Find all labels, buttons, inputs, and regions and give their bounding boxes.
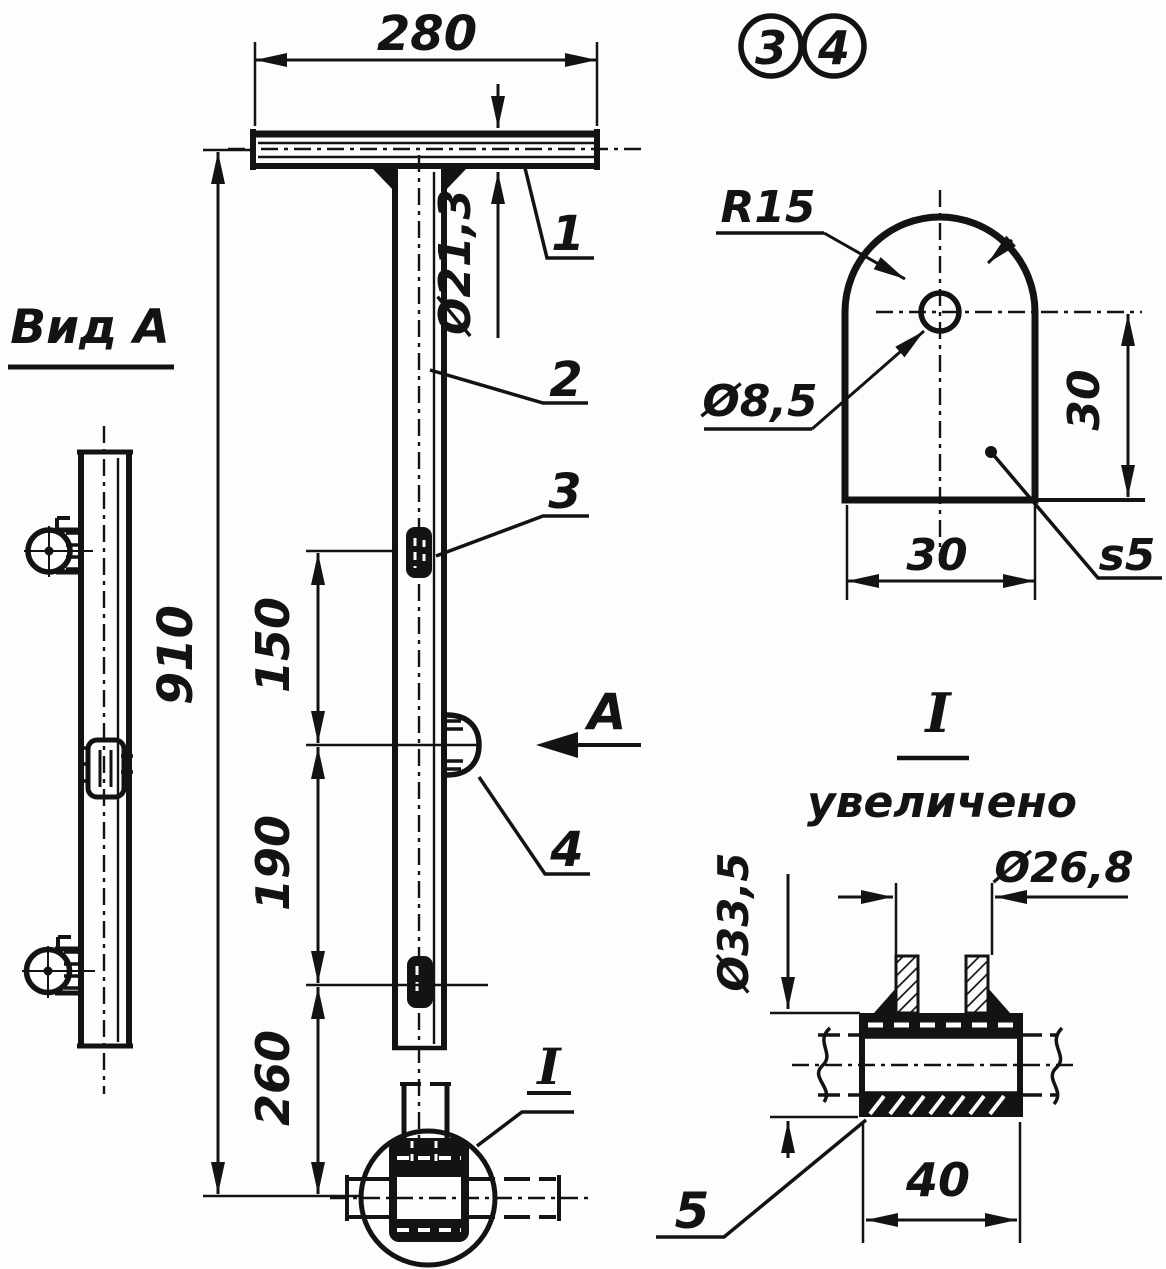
dimension-30-horizontal: 30	[845, 505, 1037, 600]
callout-5: 5	[656, 1118, 868, 1240]
dim-dia-21-3-label: Ø21,3	[430, 189, 481, 338]
extension-lines	[203, 148, 488, 1198]
svg-text:1: 1	[551, 206, 584, 262]
svg-text:4: 4	[817, 21, 850, 75]
lug-3-edge	[406, 527, 432, 578]
svg-text:R15: R15	[720, 182, 815, 233]
dimension-280: 280	[253, 6, 599, 126]
lug-detail-view: 3 4 R15 Ø8,5 30 30	[699, 13, 1162, 600]
detail-circle	[358, 1128, 498, 1268]
svg-text:2: 2	[549, 352, 582, 408]
dimension-dia-33-5: Ø33,5	[709, 852, 860, 1158]
svg-text:190: 190	[246, 815, 300, 911]
svg-text:3: 3	[755, 21, 787, 75]
part-ref-circle-3: 3	[738, 13, 804, 79]
break-line-left	[816, 1026, 832, 1104]
svg-text:30: 30	[1059, 369, 1110, 430]
dim-280-label: 280	[377, 6, 477, 62]
part-ref-circle-4: 4	[801, 13, 867, 79]
detail-title: I увеличено	[807, 681, 1077, 828]
dimension-dia-8-5: Ø8,5	[699, 235, 1016, 431]
svg-text:5: 5	[675, 1182, 710, 1240]
side-view: Вид А	[8, 300, 174, 1094]
detail-subtitle: увеличено	[807, 777, 1077, 828]
dimension-30-vertical: 30	[1037, 314, 1145, 502]
side-middle-lug	[80, 737, 133, 800]
dimension-40: 40	[861, 1122, 1022, 1243]
callout-3: 3	[435, 464, 589, 558]
break-line-right	[1050, 1026, 1064, 1106]
svg-text:150: 150	[246, 597, 300, 693]
axle-section	[792, 1026, 1078, 1106]
svg-text:Ø26,8: Ø26,8	[992, 843, 1133, 892]
view-arrow-a: А	[536, 683, 641, 758]
handle-tube	[228, 129, 642, 170]
dimension-dia-26-8: Ø26,8	[838, 843, 1134, 955]
weld-ticks	[447, 719, 463, 771]
svg-text:40: 40	[905, 1153, 970, 1207]
side-view-title: Вид А	[10, 300, 169, 355]
dimension-dia-21-3: Ø21,3	[430, 84, 505, 338]
lug-outline	[841, 213, 1039, 504]
side-bottom-lug	[22, 935, 95, 998]
view-arrowhead	[536, 732, 578, 758]
callout-4: 4	[477, 776, 590, 878]
dimension-260: 260	[246, 987, 325, 1194]
svg-text:Ø8,5: Ø8,5	[699, 376, 817, 427]
lower-lug-edge	[407, 956, 433, 1008]
svg-text:Ø33,5: Ø33,5	[709, 852, 758, 993]
view-arrow-label: А	[584, 683, 627, 741]
sleeve-section	[859, 1013, 1023, 1117]
callout-2: 2	[429, 352, 588, 408]
svg-text:3: 3	[548, 464, 581, 520]
enlarged-detail-view: I увеличено Ø26,8	[656, 681, 1134, 1243]
svg-text:I: I	[923, 681, 952, 745]
svg-text:910: 910	[148, 605, 204, 705]
svg-text:I: I	[535, 1037, 562, 1096]
dimension-910: 910	[148, 152, 225, 1194]
weld-ticks	[80, 746, 133, 783]
detail-ref-I: I	[475, 1037, 574, 1148]
dimension-150: 150	[246, 553, 325, 743]
dimension-r15: R15	[716, 182, 906, 281]
svg-text:260: 260	[246, 1030, 300, 1126]
rod-end-section	[874, 954, 1010, 1015]
weld-ticks	[66, 531, 84, 571]
callout-1: 1	[523, 167, 594, 262]
svg-text:4: 4	[549, 822, 583, 878]
weld-ticks	[64, 950, 84, 990]
svg-text:s5: s5	[1099, 530, 1156, 581]
side-top-lug	[24, 516, 93, 577]
svg-text:30: 30	[906, 530, 967, 581]
main-view: 280 Ø21,3 1	[148, 6, 642, 1268]
thickness-s5: s5	[985, 446, 1162, 581]
sleeve-assembly	[330, 1138, 590, 1242]
dimension-190: 190	[246, 747, 325, 983]
